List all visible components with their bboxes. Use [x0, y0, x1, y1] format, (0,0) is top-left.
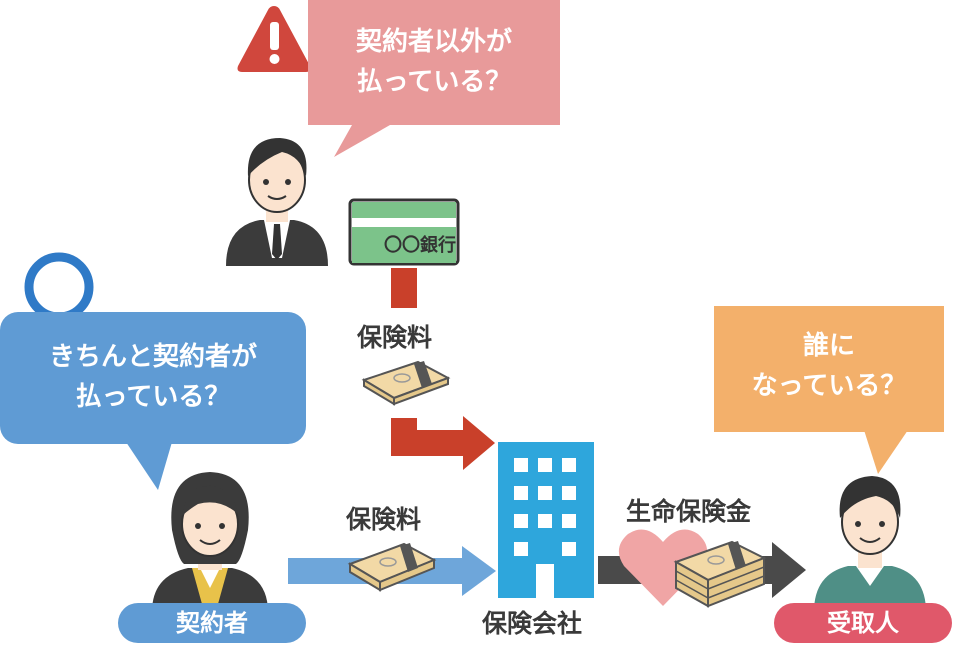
premium-label-top: 保険料 — [357, 323, 433, 352]
right-bubble-line1: 誰に — [802, 331, 855, 361]
company-label: 保険会社 — [482, 609, 583, 638]
premium-arrow-red — [391, 268, 495, 470]
benefit-label: 生命保険金 — [626, 497, 752, 526]
money-stack-icon-benefit — [673, 540, 767, 608]
warning-icon — [237, 6, 311, 72]
money-stack-icon-top — [361, 360, 451, 406]
left-speech-bubble-shape — [0, 312, 306, 490]
top-speech-bubble-shape — [308, 0, 560, 157]
money-stack-icon-bottom — [347, 542, 437, 592]
recipient-pill: 受取人 — [774, 603, 952, 643]
right-bubble-line2: なっている？ — [751, 371, 907, 401]
top-speech-bubble: 契約者以外が 払っている？ — [308, 22, 560, 102]
right-speech-bubble-shape — [714, 306, 944, 474]
recipient-person-icon — [814, 476, 926, 612]
premium-label-bottom: 保険料 — [346, 505, 422, 534]
contractor-person-icon — [152, 472, 268, 612]
left-bubble-line1: きちんと契約者が — [48, 342, 257, 372]
payer-person-icon — [226, 138, 328, 266]
top-bubble-line2: 払っている？ — [356, 67, 512, 97]
bank-card-icon — [348, 198, 460, 266]
insurance-company-building-icon — [498, 442, 594, 598]
left-bubble-line2: 払っている？ — [75, 382, 231, 412]
top-bubble-line1: 契約者以外が — [355, 27, 512, 57]
bank-card-label: 〇〇銀行 — [384, 235, 456, 256]
contractor-pill: 契約者 — [118, 603, 306, 643]
left-speech-bubble: きちんと契約者が 払っている？ — [0, 337, 306, 417]
heart-icon — [618, 529, 708, 606]
right-speech-bubble: 誰に なっている？ — [714, 326, 944, 406]
